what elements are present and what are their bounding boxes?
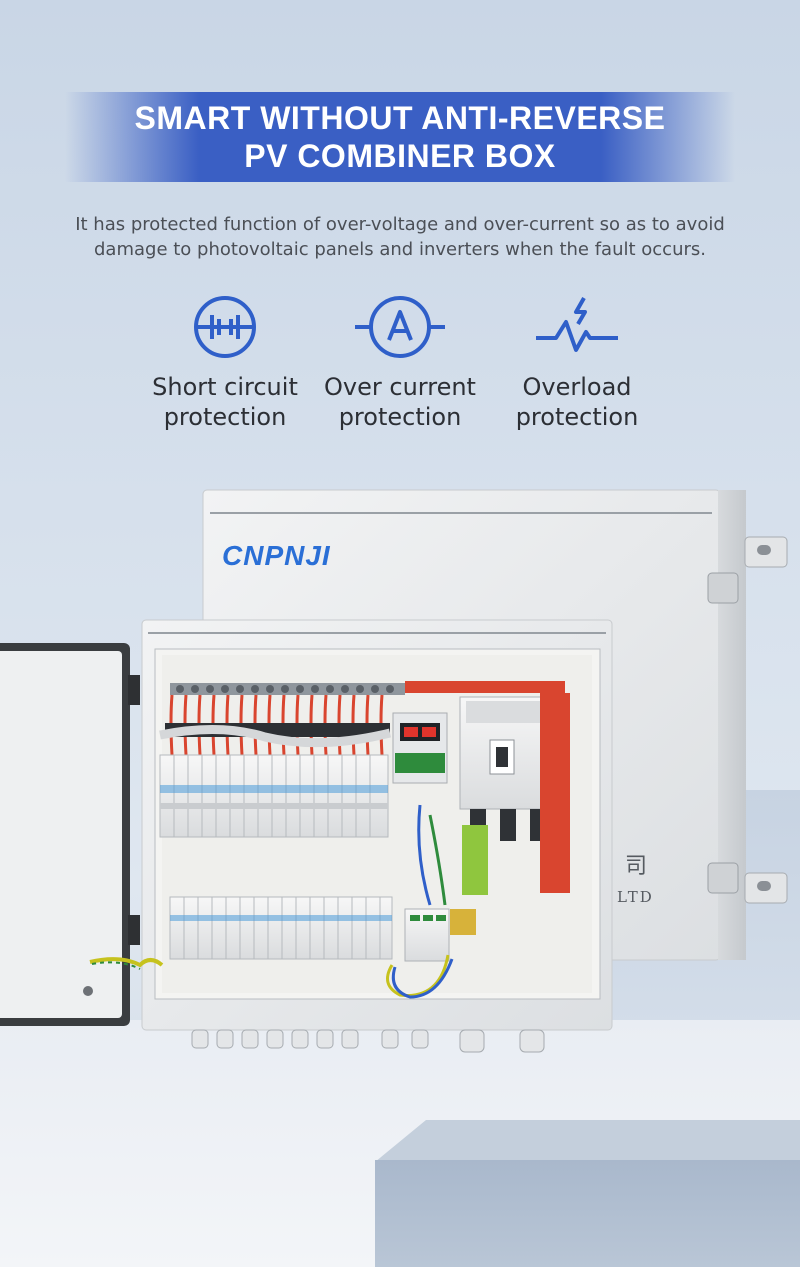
title-banner: SMART WITHOUT ANTI-REVERSE PV COMBINER B… [65, 92, 735, 182]
background-step [375, 1160, 800, 1267]
background-step-top [375, 1120, 800, 1162]
ammeter-icon [355, 296, 445, 358]
upper-breaker-row [159, 754, 389, 838]
feature-short-circuit: Short circuit protection [140, 292, 310, 432]
title-line-1: SMART WITHOUT ANTI-REVERSE [134, 100, 666, 136]
side-busbar [540, 693, 570, 893]
overload-icon [536, 297, 618, 352]
ground-wires [386, 804, 454, 999]
feature-label-line1: Over current [324, 373, 476, 401]
monitor-module [392, 712, 448, 784]
feature-overload: Overload protection [492, 292, 662, 432]
feature-label-line2: protection [163, 403, 287, 431]
combiner-box-illustration: CNPNJI 司 LTD [0, 489, 788, 1053]
feature-label-line2: protection [515, 403, 639, 431]
feature-label-line1: Short circuit [152, 373, 298, 401]
brand-logo: CNPNJI [222, 540, 331, 571]
surge-protector [404, 908, 476, 962]
ribbon-cable [159, 724, 392, 748]
top-busbar [170, 681, 565, 695]
feature-label-line1: Overload [522, 373, 632, 401]
nameplate-text: LTD [617, 888, 654, 906]
lower-breaker-row [169, 896, 393, 960]
open-door [0, 643, 164, 1026]
feature-label-line2: protection [338, 403, 462, 431]
nameplate-char: 司 [625, 854, 647, 879]
green-cover [462, 825, 488, 895]
title-line-2: PV COMBINER BOX [244, 138, 556, 174]
feature-over-current: Over current protection [315, 292, 485, 432]
cable-glands [191, 1029, 545, 1053]
red-wires [169, 694, 384, 756]
product-description: It has protected function of over-voltag… [75, 214, 725, 260]
short-circuit-icon [194, 296, 256, 358]
feature-list: Short circuit protection Over current pr… [140, 292, 660, 442]
